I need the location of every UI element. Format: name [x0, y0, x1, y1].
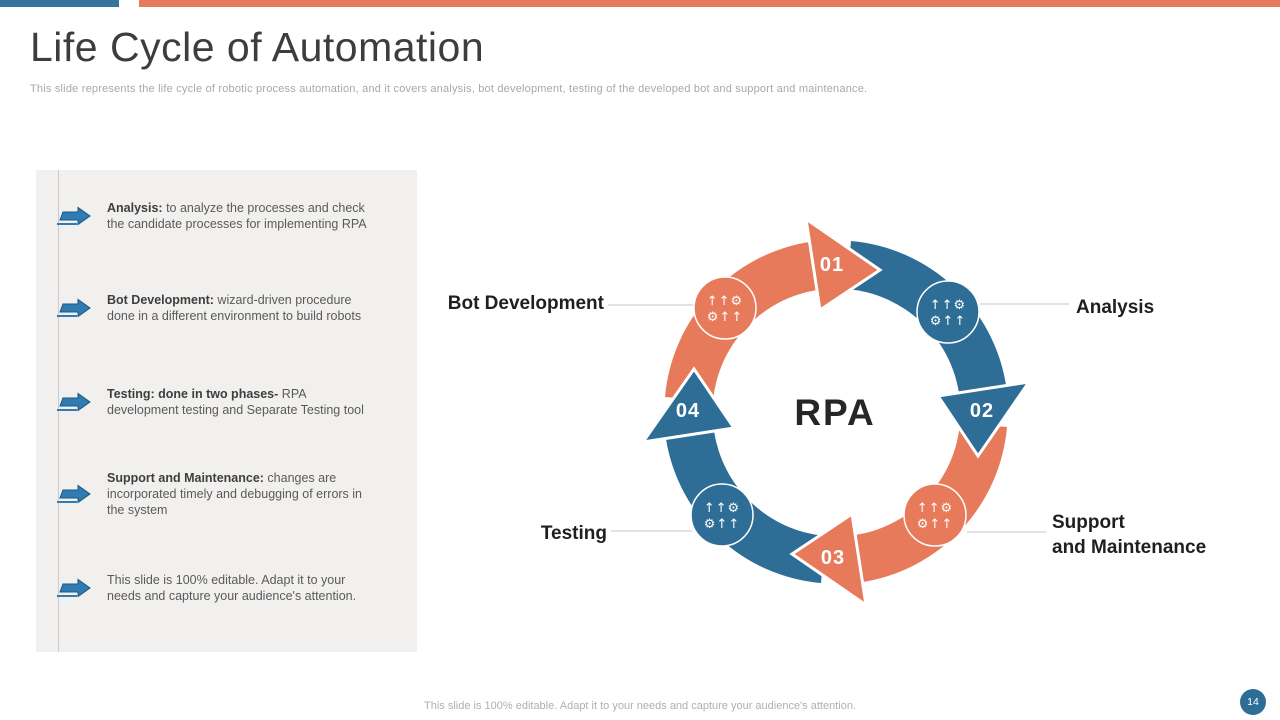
step-number-04: 04 [676, 400, 700, 422]
cycle-arrowhead-04 [639, 366, 737, 445]
page-title: Life Cycle of Automation [30, 24, 485, 70]
phase-label-bot-development: Bot Development [447, 293, 604, 314]
cycle-arrowhead-02 [935, 379, 1033, 459]
automation-gears-icon: ⚙↑↑ [704, 517, 740, 532]
cycle-arrowhead-01 [803, 215, 883, 313]
automation-gears-icon: ↑↑⚙ [917, 501, 953, 516]
automation-gears-icon: ↑↑⚙ [930, 298, 966, 313]
bullet-item-editable-note: This slide is 100% editable. Adapt it to… [56, 572, 408, 604]
bullet-item-analysis: Analysis: to analyze the processes and c… [56, 200, 408, 232]
top-accent-bar-orange [139, 0, 1280, 7]
arrow-bullet-icon [57, 392, 91, 412]
automation-gears-icon: ⚙↑↑ [707, 310, 743, 325]
bullet-item-bot-development: Bot Development: wizard-driven procedure… [56, 292, 408, 324]
arrow-bullet-icon [57, 578, 91, 598]
bullet-text: Analysis: to analyze the processes and c… [107, 201, 367, 231]
bullet-text: This slide is 100% editable. Adapt it to… [107, 573, 357, 603]
bullet-item-support-maintenance: Support and Maintenance: changes are inc… [56, 470, 408, 518]
page-number-badge: 14 [1240, 689, 1266, 715]
arrow-bullet-icon [57, 206, 91, 226]
step-number-02: 02 [970, 400, 994, 422]
bullet-text: Bot Development: wizard-driven procedure… [107, 293, 362, 323]
bullet-text: Testing: done in two phases- RPA develop… [107, 387, 364, 417]
slide-subtitle: This slide represents the life cycle of … [30, 83, 868, 95]
automation-gears-icon: ↑↑⚙ [707, 294, 743, 309]
step-number-01: 01 [820, 254, 844, 276]
arrow-bullet-icon [57, 484, 91, 504]
automation-gears-icon: ⚙↑↑ [930, 314, 966, 329]
phase-icon-circle-testing [690, 483, 754, 547]
step-number-03: 03 [821, 547, 845, 569]
phase-icon-circle-bot-development [693, 276, 757, 340]
phase-icon-circle-analysis [916, 280, 980, 344]
top-accent-bar-blue [0, 0, 119, 7]
phase-label-support-maintenance: Support and Maintenance [1052, 512, 1207, 558]
automation-gears-icon: ↑↑⚙ [704, 501, 740, 516]
bullet-panel [36, 170, 417, 652]
footer-note: This slide is 100% editable. Adapt it to… [424, 700, 856, 712]
bullet-text: Support and Maintenance: changes are inc… [107, 471, 363, 517]
cycle-arrowhead-03 [789, 511, 869, 609]
phase-icon-circle-support [903, 483, 967, 547]
phase-label-testing: Testing [540, 523, 607, 544]
phase-label-analysis: Analysis [1076, 297, 1155, 318]
center-label-rpa: RPA [794, 392, 875, 433]
arrow-bullet-icon [57, 298, 91, 318]
automation-gears-icon: ⚙↑↑ [917, 517, 953, 532]
bullet-item-testing: Testing: done in two phases- RPA develop… [56, 386, 408, 418]
